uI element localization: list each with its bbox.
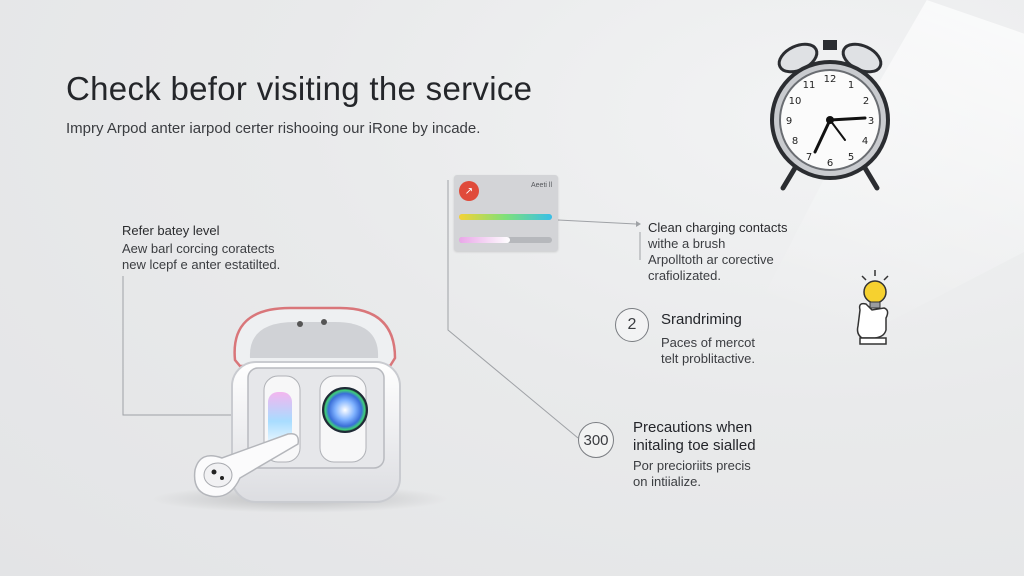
battery-bar-1-fill [459,214,552,220]
clean-contacts-note: Clean charging contacts withe a brush Ar… [648,220,787,284]
svg-text:9: 9 [786,116,792,127]
battery-bar-2 [459,237,552,243]
step-2-number: 2 [615,308,649,342]
battery-level-line-2: new lcepf e anter estatilted. [122,257,281,272]
svg-text:10: 10 [789,96,802,107]
svg-text:2: 2 [863,96,869,107]
svg-text:5: 5 [848,152,854,163]
svg-text:7: 7 [806,152,812,163]
battery-bar-1 [459,214,552,220]
svg-text:11: 11 [803,80,816,91]
battery-level-heading: Refer batey level [122,223,220,238]
step-3-heading-line-2: initaling toe sialled [633,437,756,454]
step-3-line-2: on intiialize. [633,474,701,489]
page-subtitle: Impry Arpod anter iarpod certer rishooin… [66,120,481,137]
svg-text:6: 6 [827,158,833,169]
clean-contacts-line-1: withe a brush [648,236,726,251]
step-2-line-1: Paces of mercot [661,335,755,350]
step-2-heading: Srandriming [661,311,742,328]
svg-text:1: 1 [848,80,854,91]
clean-contacts-line-3: crafiolizated. [648,268,721,283]
clean-contacts-line-2: Arpolltoth ar corective [648,252,774,267]
battery-level-line-1: Aew barl corcing coratects [122,241,275,256]
app-icon: ↗ [459,181,479,201]
step-3-heading-line-1: Precautions when [633,419,753,436]
step-3-number: 300 [578,422,614,458]
svg-text:12: 12 [824,74,837,85]
clean-contacts-heading: Clean charging contacts [648,220,788,235]
page-title: Check befor visiting the service [66,70,533,107]
airpods-case-illustration [193,306,401,503]
svg-text:4: 4 [862,136,868,147]
battery-status-card: ↗ Aeeti ll [454,175,558,251]
step-3-line-1: Por precioriits precis [633,458,751,473]
step-3-note: Precautions when initaling toe sialled P… [633,419,756,490]
battery-bar-2-fill [459,237,511,243]
card-label: Aeeti ll [530,182,552,189]
lightbulb-hand-icon [856,270,889,345]
step-2-note: Srandriming Paces of mercot telt problit… [661,311,755,367]
battery-level-note: Refer batey level Aew barl corcing corat… [122,223,280,273]
svg-text:3: 3 [868,116,874,127]
step-2-line-2: telt problitactive. [661,351,755,366]
svg-text:8: 8 [792,136,798,147]
